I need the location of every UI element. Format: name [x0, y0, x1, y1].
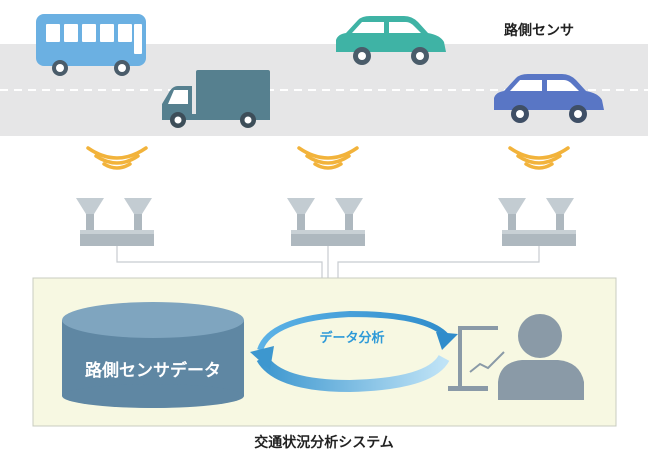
truck-icon — [162, 70, 270, 128]
roadside-sensor-label: 路側センサ — [504, 22, 574, 39]
car-icon — [336, 16, 446, 65]
data-analysis-label: データ分析 — [319, 330, 384, 346]
signal-wave-icon — [86, 146, 148, 170]
system-name-label: 交通状況分析システム — [254, 434, 394, 451]
bus-icon — [36, 14, 146, 76]
sensor-device-icon — [76, 198, 154, 246]
analyst-icon — [498, 314, 584, 400]
sensor-device-icon — [498, 198, 576, 246]
signal-wave-icon — [297, 146, 359, 170]
car-icon — [494, 74, 604, 123]
chart-screen-icon — [448, 326, 505, 391]
signal-wave-icon — [508, 146, 570, 170]
database-icon — [62, 302, 244, 408]
connection-lines — [116, 246, 540, 278]
cycle-arrow-icon — [250, 310, 458, 393]
sensor-device-icon — [287, 198, 365, 246]
database-label: 路側センサデータ — [85, 360, 221, 381]
